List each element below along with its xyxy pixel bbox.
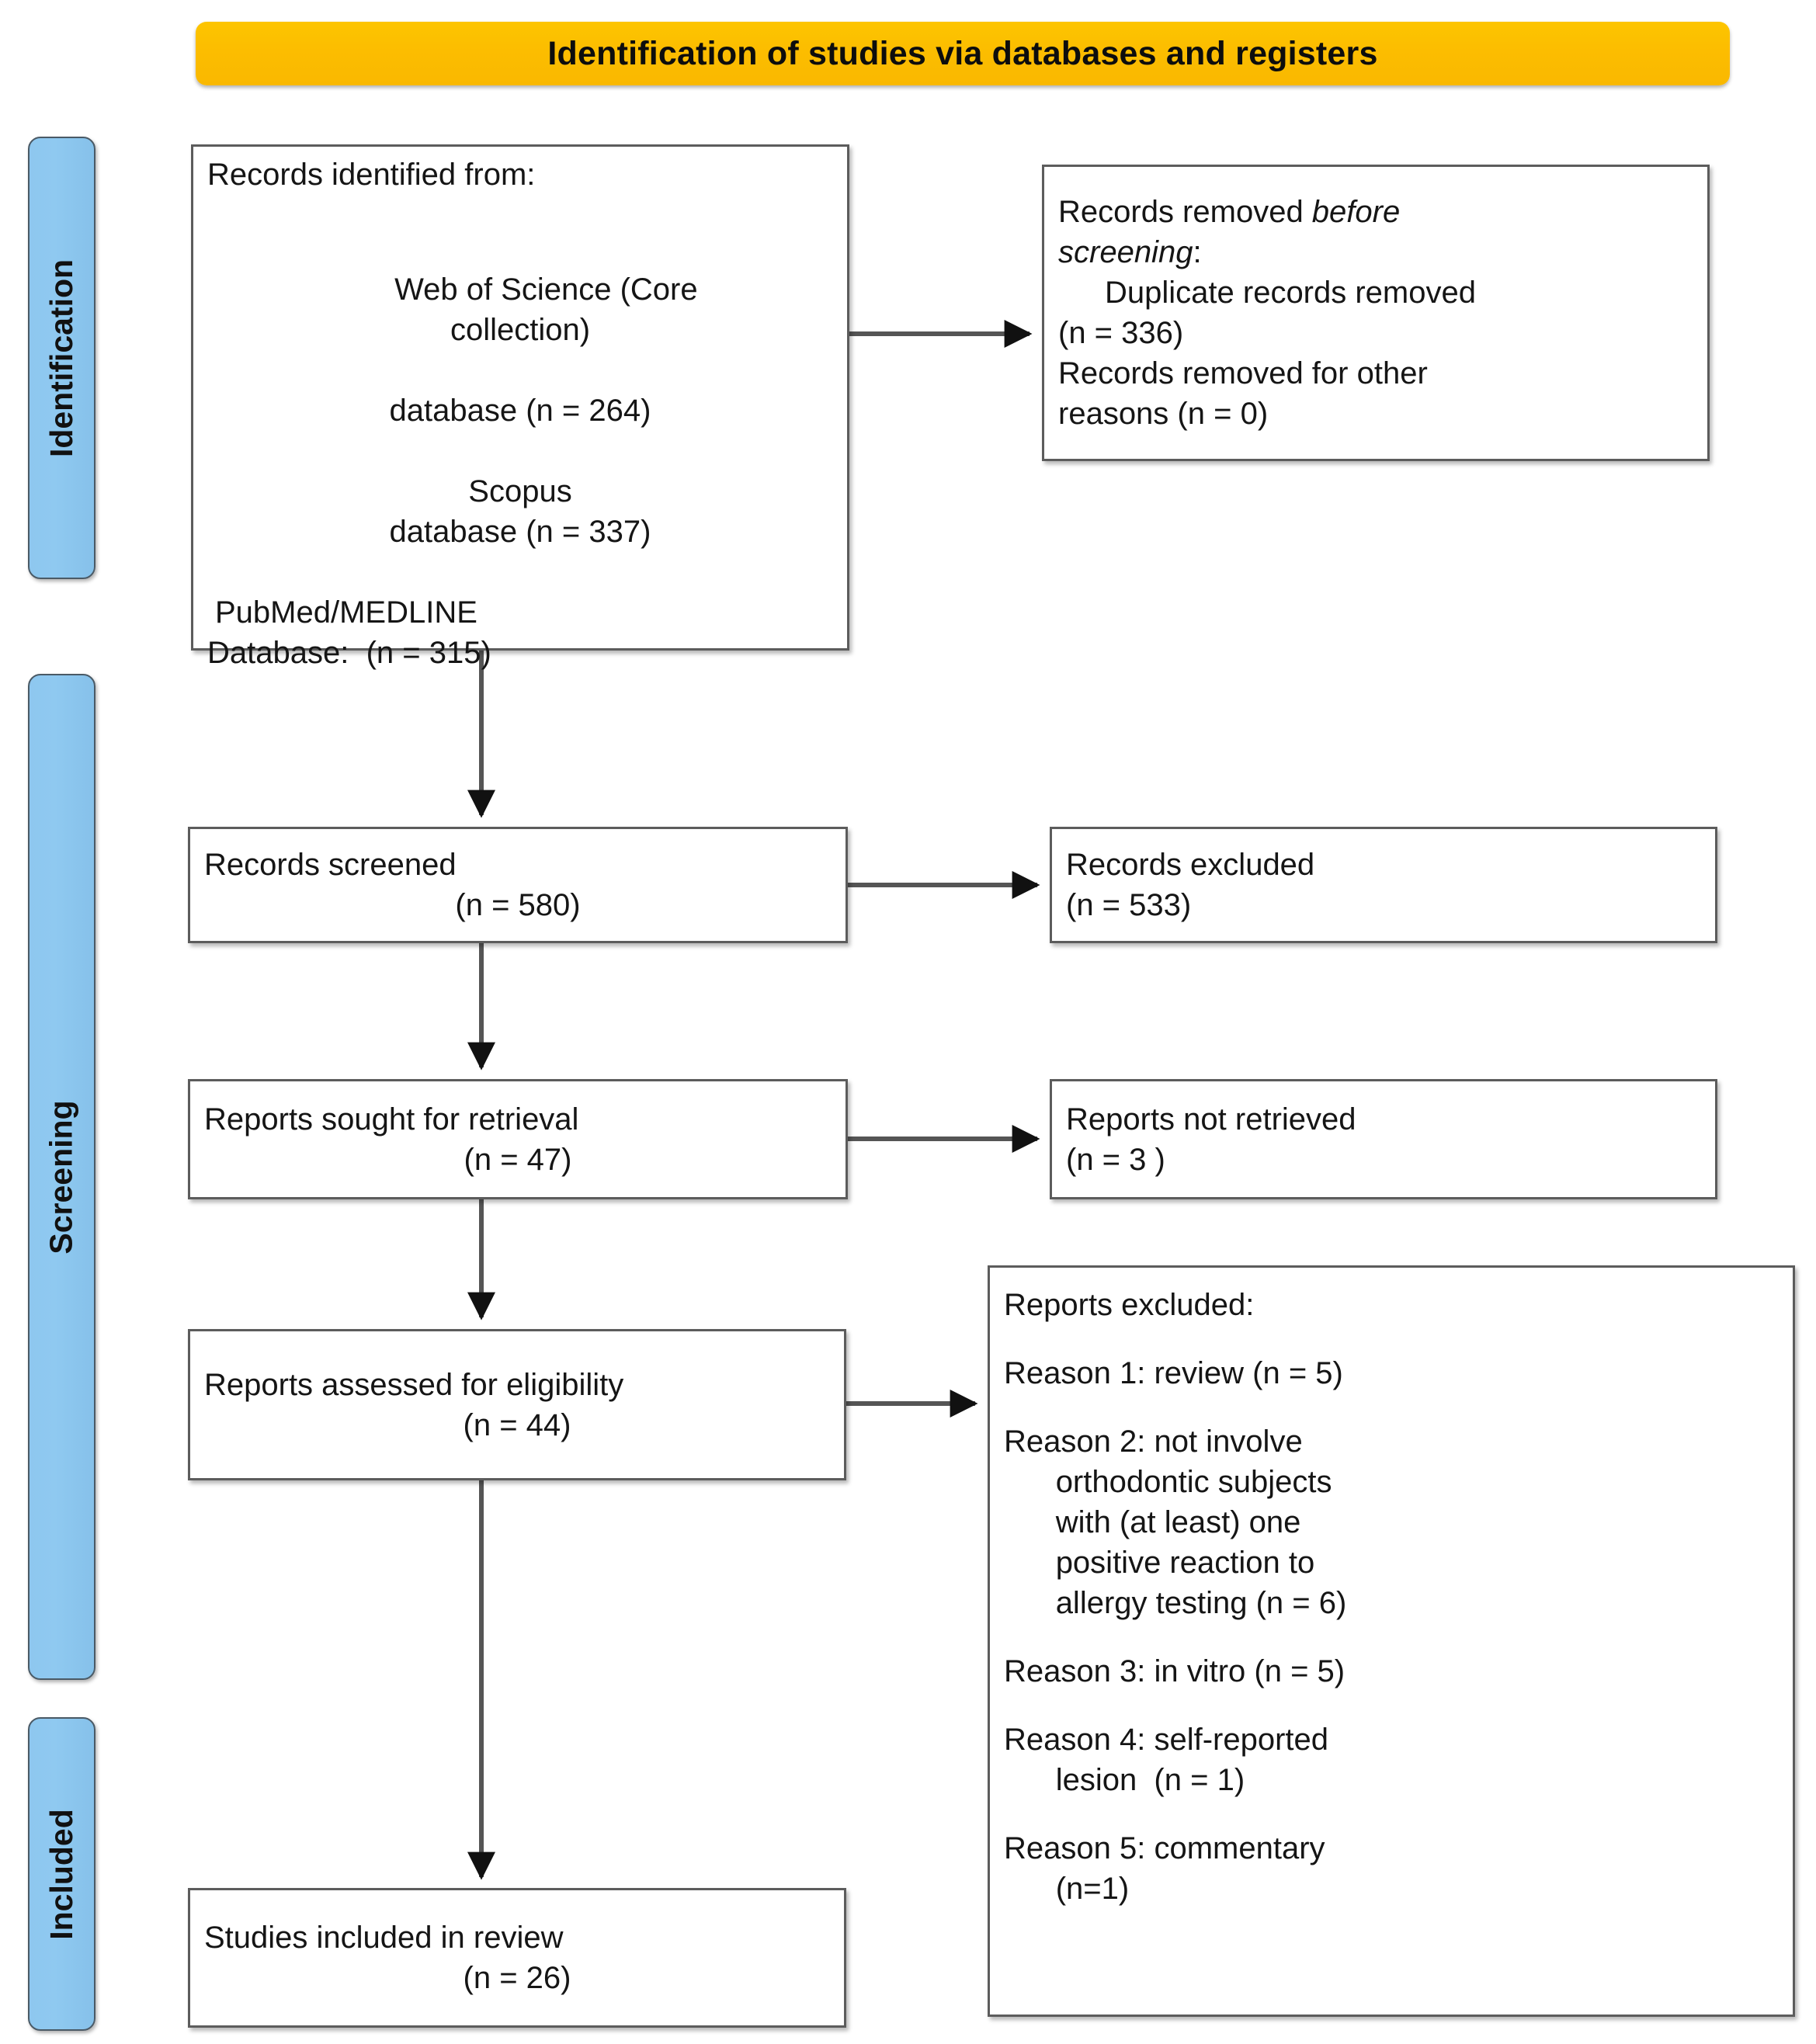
records-identified-source-1-count: database (n = 264) (389, 394, 651, 428)
records-removed-heading-italic-before: before (1311, 195, 1401, 229)
records-removed-heading-plain: Records removed (1058, 195, 1312, 229)
reports-assessed-label: Reports assessed for eligibility (204, 1367, 624, 1402)
stage-label-identification: Identification (43, 259, 80, 457)
records-identified-source-1: Web of Science (Core collection) (207, 229, 833, 390)
stage-tab-identification: Identification (28, 137, 95, 579)
box-records-excluded: Records excluded (n = 533) (1050, 827, 1717, 943)
records-excluded-label: Records excluded (1066, 848, 1315, 882)
records-removed-duplicate-count: (n = 336) (1058, 316, 1184, 350)
records-identified-source-2-count: database (n = 337) (389, 515, 651, 549)
records-removed-heading-colon: : (1193, 235, 1202, 269)
stage-label-included: Included (43, 1808, 80, 1940)
reports-assessed-count: (n = 44) (463, 1407, 571, 1442)
reports-excluded-reason-2: Reason 2: not involve orthodontic subjec… (1004, 1425, 1347, 1620)
box-studies-included-in-review: Studies included in review (n = 26) (188, 1888, 846, 2028)
records-removed-other-count: reasons (n = 0) (1058, 397, 1269, 431)
studies-included-count: (n = 26) (463, 1961, 571, 1995)
records-identified-source-3: PubMed/MEDLINE (215, 595, 477, 630)
reports-excluded-reason-4: Reason 4: self-reported lesion (n = 1) (1004, 1723, 1329, 1797)
records-removed-other-label: Records removed for other (1058, 356, 1428, 390)
records-screened-label: Records screened (204, 848, 457, 882)
box-reports-assessed-for-eligibility: Reports assessed for eligibility (n = 44… (188, 1329, 846, 1480)
reports-excluded-reason-3: Reason 3: in vitro (n = 5) (1004, 1654, 1346, 1688)
stage-label-screening: Screening (43, 1099, 80, 1255)
reports-excluded-reason-1: Reason 1: review (n = 5) (1004, 1356, 1343, 1390)
reports-sought-count: (n = 47) (464, 1142, 572, 1177)
records-identified-source-2: Scopus (468, 474, 572, 508)
reports-excluded-reason-5: Reason 5: commentary (n=1) (1004, 1831, 1325, 1906)
records-screened-count: (n = 580) (455, 888, 581, 922)
diagram-header-banner: Identification of studies via databases … (196, 22, 1730, 85)
studies-included-label: Studies included in review (204, 1921, 564, 1955)
box-records-removed-before-screening: Records removed before screening: Duplic… (1042, 165, 1710, 461)
records-removed-heading: Records removed before (1058, 192, 1693, 232)
stage-tab-included: Included (28, 1717, 95, 2031)
reports-not-retrieved-count: (n = 3 ) (1066, 1142, 1165, 1177)
source-1-name: Web of Science (Core collection) (394, 272, 698, 347)
records-removed-heading-line2: screening: (1058, 232, 1693, 272)
records-identified-heading: Records identified from: (207, 158, 536, 192)
stage-tab-screening: Screening (28, 674, 95, 1680)
records-removed-heading-italic-screening: screening (1058, 235, 1193, 269)
reports-excluded-heading: Reports excluded: (1004, 1288, 1255, 1322)
reports-sought-label: Reports sought for retrieval (204, 1102, 579, 1137)
records-excluded-count: (n = 533) (1066, 888, 1192, 922)
box-reports-sought-for-retrieval: Reports sought for retrieval (n = 47) (188, 1079, 848, 1199)
diagram-title: Identification of studies via databases … (547, 34, 1378, 72)
records-removed-duplicate-label: Duplicate records removed (1105, 276, 1476, 310)
records-identified-source-3-count: Database: (n = 315) (207, 636, 491, 670)
box-reports-not-retrieved: Reports not retrieved (n = 3 ) (1050, 1079, 1717, 1199)
box-reports-excluded: Reports excluded: Reason 1: review (n = … (988, 1265, 1795, 2017)
reports-not-retrieved-label: Reports not retrieved (1066, 1102, 1356, 1137)
box-records-screened: Records screened (n = 580) (188, 827, 848, 943)
box-records-identified: Records identified from: Web of Science … (191, 144, 849, 670)
